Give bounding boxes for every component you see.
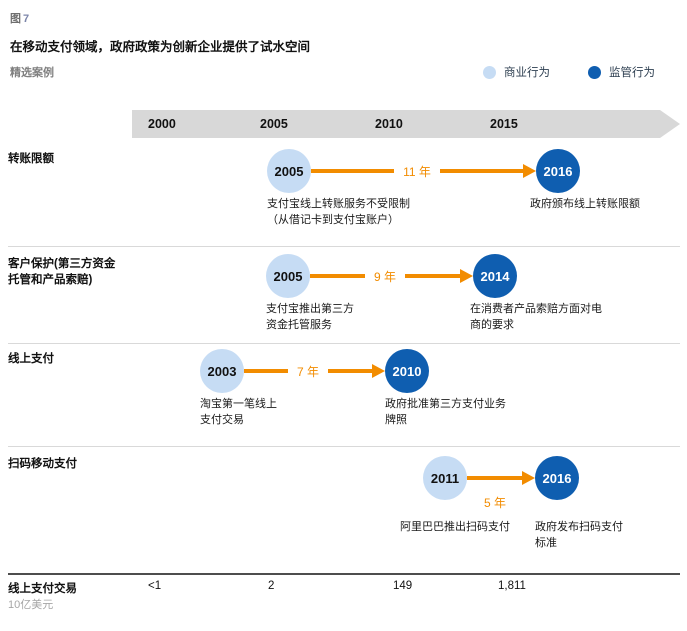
timeline-axis-band <box>132 110 660 138</box>
arrow-line <box>244 369 288 373</box>
footer-value-2005: 2 <box>268 580 275 592</box>
axis-year-2015: 2015 <box>490 117 518 131</box>
duration-arrow <box>467 471 535 485</box>
event-year: 2005 <box>273 268 303 284</box>
arrow-line <box>467 476 522 480</box>
event-year: 2010 <box>392 363 422 379</box>
footer-series-label: 线上支付交易 <box>8 583 77 595</box>
commercial-event-circle: 2005 <box>266 254 310 298</box>
commercial-dot-icon <box>483 65 496 79</box>
commercial-event-desc: 淘宝第一笔线上 支付交易 <box>200 398 277 426</box>
arrow-line <box>311 169 395 173</box>
arrow-line <box>328 369 373 373</box>
arrowhead-icon <box>522 471 535 485</box>
row-category: 扫码移动支付 <box>8 458 77 470</box>
figure-word: 图 <box>10 13 21 25</box>
arrow-line <box>310 274 365 278</box>
duration-label: 11 年 <box>403 164 431 179</box>
section-label: 精选案例 <box>10 67 54 79</box>
regulatory-dot-icon <box>588 65 601 79</box>
duration-arrow: 9 年 <box>310 269 474 284</box>
regulatory-event-desc: 政府发布扫码支付 标准 <box>535 521 623 549</box>
commercial-event-desc: 阿里巴巴推出扫码支付 <box>400 521 510 533</box>
row-category: 转账限额 <box>8 153 54 165</box>
regulatory-event-desc: 在消费者产品索赔方面对电 商的要求 <box>470 303 602 331</box>
event-year: 2016 <box>542 470 572 486</box>
axis-year-2005: 2005 <box>260 117 288 131</box>
commercial-event-circle: 2011 <box>423 456 467 500</box>
row-category: 客户保护(第三方资金 托管和产品索赔) <box>8 258 116 286</box>
commercial-event-circle: 2005 <box>267 149 311 193</box>
regulatory-event-circle: 2016 <box>535 456 579 500</box>
commercial-event-desc: 支付宝线上转账服务不受限制 （从借记卡到支付宝账户） <box>267 198 410 226</box>
duration-label: 7 年 <box>297 364 320 379</box>
duration-label: 9 年 <box>374 269 397 284</box>
row-divider <box>8 446 680 447</box>
arrow-line <box>439 169 524 173</box>
arrowhead-icon <box>460 269 474 283</box>
duration-arrow: 7 年 <box>244 364 386 379</box>
event-year: 2014 <box>480 268 510 284</box>
event-year: 2016 <box>543 163 573 179</box>
row-divider <box>8 246 680 247</box>
footer-value-2000: <1 <box>148 580 162 592</box>
page-title: 在移动支付领域，政府政策为创新企业提供了试水空间 <box>10 40 311 54</box>
commercial-event-circle: 2003 <box>200 349 244 393</box>
commercial-event-desc: 支付宝推出第三方 资金托管服务 <box>266 303 354 331</box>
regulatory-event-desc: 政府批准第三方支付业务 牌照 <box>385 398 506 426</box>
footer-unit-label: 10亿美元 <box>8 599 54 611</box>
figure-num: 7 <box>23 13 30 25</box>
event-year: 2005 <box>274 163 304 179</box>
axis-year-2010: 2010 <box>375 117 403 131</box>
footer-value-2015: 1,811 <box>498 580 526 592</box>
event-year: 2011 <box>430 470 460 486</box>
legend-item-commercial: 商业行为 <box>483 64 550 80</box>
axis-year-2000: 2000 <box>148 117 176 131</box>
arrowhead-icon <box>523 164 537 178</box>
row-category: 线上支付 <box>8 353 54 365</box>
arrow-line <box>405 274 461 278</box>
footer-value-2010: 149 <box>393 580 413 592</box>
legend-item-regulatory: 监管行为 <box>588 64 655 80</box>
regulatory-event-desc: 政府颁布线上转账限额 <box>530 198 640 210</box>
event-year: 2003 <box>207 363 237 379</box>
row-divider <box>8 343 680 344</box>
timeline-axis-arrow-icon <box>660 110 680 138</box>
regulatory-event-circle: 2016 <box>536 149 580 193</box>
arrowhead-icon <box>372 364 386 378</box>
regulatory-event-circle: 2014 <box>473 254 517 298</box>
duration-label: 5 年 <box>484 496 507 510</box>
legend-label: 监管行为 <box>609 67 655 79</box>
duration-arrow: 11 年 <box>311 164 537 179</box>
regulatory-event-circle: 2010 <box>385 349 429 393</box>
legend-label: 商业行为 <box>504 67 550 79</box>
footer-divider <box>8 573 680 575</box>
